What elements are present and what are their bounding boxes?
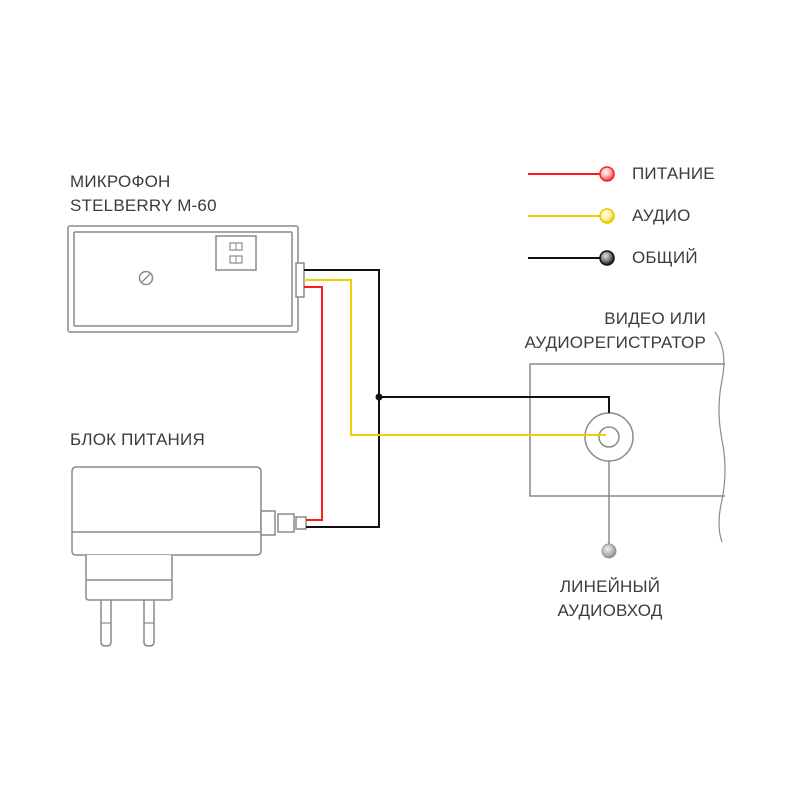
plug-pin-right: [143, 600, 155, 647]
recorder-box: [529, 363, 725, 497]
wire-power: [304, 286, 323, 521]
audio-jack-outer: [584, 412, 634, 462]
wire-common-recorder: [379, 396, 610, 413]
recorder-label-line2: АУДИОРЕГИСТРАТОР: [524, 333, 706, 352]
power-supply-label: БЛОК ПИТАНИЯ: [70, 430, 205, 449]
dip-switch-block: [215, 235, 257, 271]
legend-dot-common: [599, 250, 615, 266]
recorder-label-line1: ВИДЕО ИЛИ: [604, 309, 706, 328]
dc-jack-sleeve-2: [277, 513, 295, 533]
recorder-device: [529, 331, 726, 546]
wires: [304, 269, 610, 528]
power-supply-body: [71, 466, 262, 556]
line-input-label-line1: ЛИНЕЙНЫЙ: [559, 577, 661, 596]
line-input-label-line2: АУДИОВХОД: [557, 601, 663, 620]
microphone-inner-case: [73, 231, 293, 327]
legend-dot-power: [599, 166, 615, 182]
legend-label-audio: АУДИО: [632, 206, 691, 225]
plug-pin-left: [100, 600, 112, 647]
legend-dot-audio: [599, 208, 615, 224]
microphone-device: [67, 225, 305, 333]
legend-label-common: ОБЩИЙ: [632, 248, 698, 267]
gain-trimmer-icon: [138, 270, 154, 286]
line-input-terminal: [601, 543, 617, 559]
legend-label-power: ПИТАНИЕ: [632, 164, 715, 183]
dc-jack-tip: [295, 516, 307, 530]
dc-jack-sleeve-1: [260, 510, 276, 536]
wire-junction-dot: [375, 393, 383, 401]
power-supply-device: [71, 466, 307, 647]
audio-jack-inner: [598, 426, 620, 448]
wire-audio: [304, 279, 606, 436]
microphone-label-line2: STELBERRY M-60: [70, 196, 217, 215]
microphone-outer-case: [67, 225, 299, 333]
wire-common-mic: [304, 269, 380, 528]
microphone-connector: [295, 262, 305, 298]
microphone-label-line1: МИКРОФОН: [70, 172, 171, 191]
break-line: [714, 331, 726, 543]
legend: [528, 166, 615, 266]
plug-base: [85, 555, 173, 601]
